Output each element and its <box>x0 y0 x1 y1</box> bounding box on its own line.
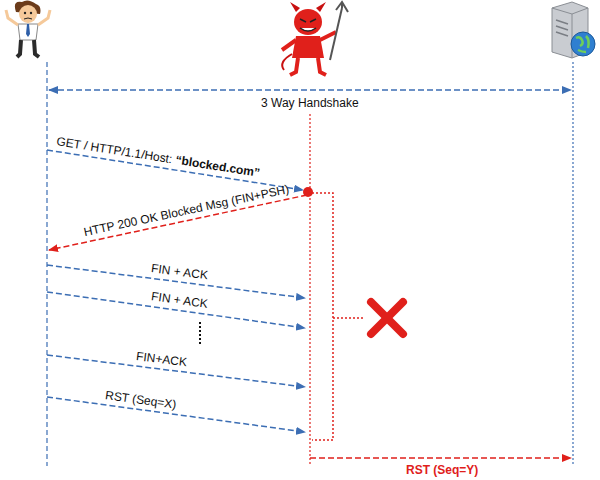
dropped-cross <box>371 302 403 334</box>
server-timeline <box>572 62 573 466</box>
handshake-label: 3 Way Handshake <box>258 96 362 110</box>
injected-response-arrow <box>49 195 307 250</box>
packet-label: FIN+ACK <box>135 349 187 369</box>
dropped-bracket <box>312 193 333 440</box>
handshake-arrow <box>49 89 571 91</box>
ellipsis-dots <box>199 322 201 346</box>
reset-label: RST (Seq=Y) <box>406 463 478 477</box>
injected-reset-arrow <box>310 457 571 459</box>
client-person-icon <box>6 0 50 57</box>
packet-label: RST (Seq=X) <box>104 388 177 411</box>
web-server-icon <box>552 2 595 58</box>
bracket-leader <box>333 317 364 319</box>
censor-timeline <box>309 114 310 466</box>
devil-censor-icon <box>282 2 348 75</box>
client-timeline <box>46 62 47 466</box>
request-label: GET / HTTP/1.1/Host: “blocked.com” <box>55 134 261 180</box>
blockpage-label: HTTP 200 OK Blocked Msg (FIN+PSH) <box>82 182 290 239</box>
